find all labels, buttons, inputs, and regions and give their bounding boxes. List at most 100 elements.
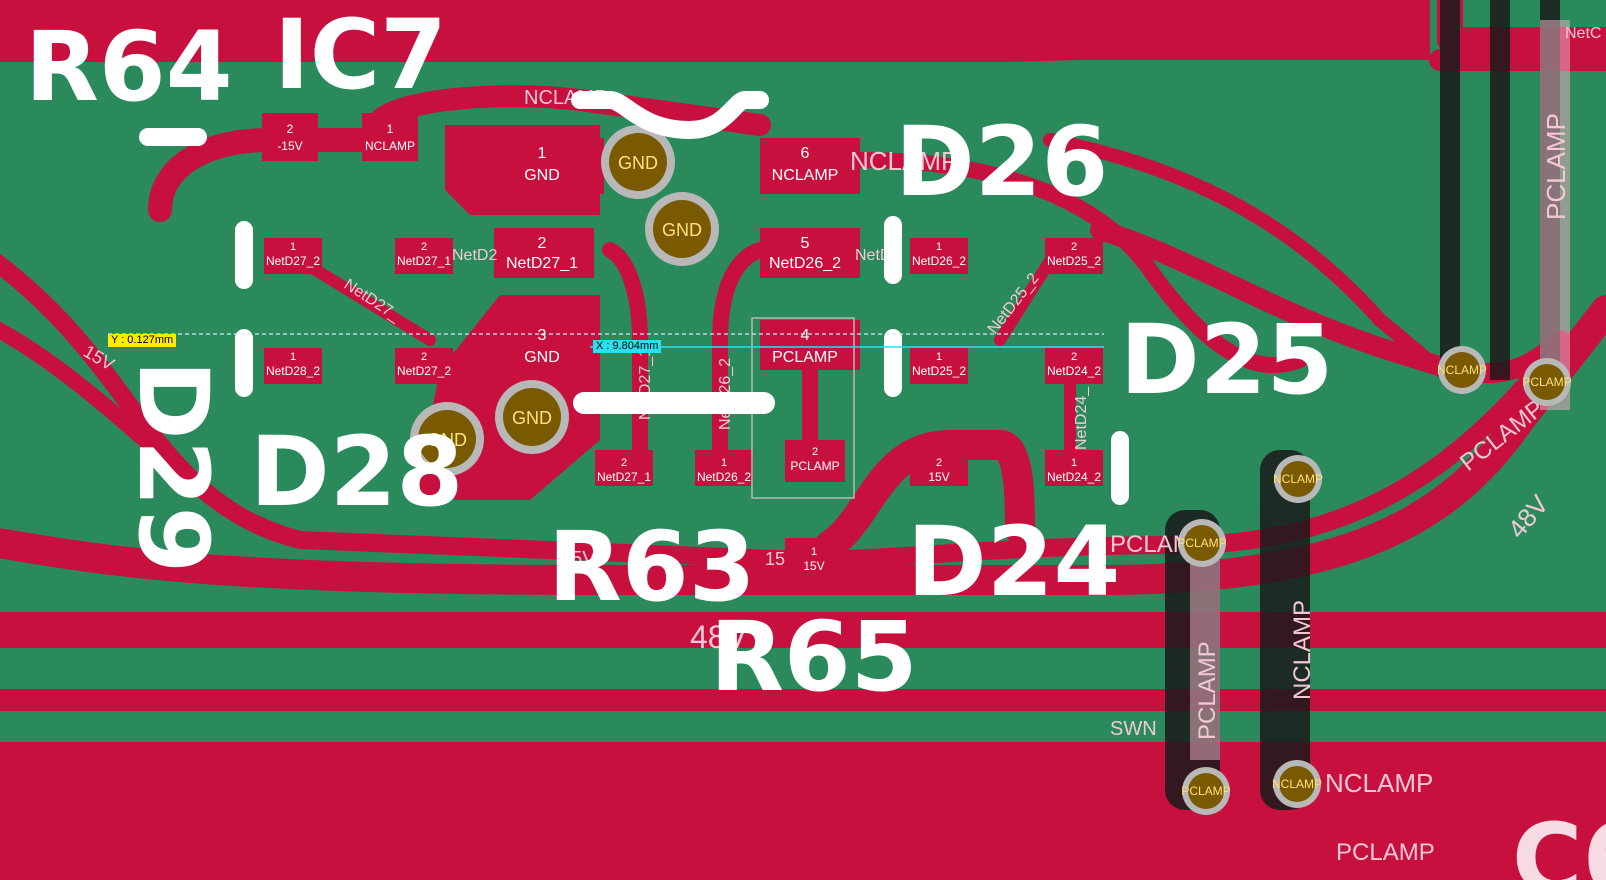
via[interactable]: GND: [410, 402, 484, 476]
net-label: NetC: [1565, 25, 1601, 42]
pad-num: 1: [936, 351, 942, 363]
vias: GND GND GND GND NCLAMP PCLAMP NCLAMP PC: [410, 125, 1572, 815]
net-label: NCLAMP: [850, 146, 958, 176]
measure-x-label: X : 9.804mm: [593, 340, 662, 353]
pad-net: NetD24_2: [1047, 364, 1101, 378]
silkscreen-marks: [139, 91, 1129, 505]
svg-text:NCLAMP: NCLAMP: [1272, 777, 1322, 791]
designator-partial: C6: [1512, 803, 1606, 880]
designator-d28: D28: [250, 416, 463, 528]
net-label: 48V: [1502, 489, 1555, 544]
via[interactable]: PCLAMP: [1181, 767, 1231, 815]
pad-num: 6: [801, 145, 810, 162]
designators: R64 IC7 D26 D25 D28 D29 R63 D24 R65 C6: [25, 0, 1606, 880]
svg-text:NCLAMP: NCLAMP: [1437, 363, 1487, 377]
designator-d26: D26: [895, 106, 1108, 218]
pad-net: -15V: [277, 139, 302, 153]
pad-net: NetD27_1: [597, 470, 651, 484]
pad-net: 15V: [928, 470, 949, 484]
pad-net: NCLAMP: [365, 139, 415, 153]
via[interactable]: GND: [645, 192, 719, 266]
pad-num: 1: [538, 145, 547, 162]
pad-labels: 2 -15V 1 NCLAMP 1 GND 6 NCLAMP 2 NetD27_…: [266, 122, 1101, 573]
pad-num: 1: [811, 546, 817, 558]
pad-net: NCLAMP: [772, 167, 839, 184]
net-label: PCLAMP: [1336, 839, 1435, 866]
via[interactable]: PCLAMP: [1522, 358, 1572, 406]
pad-num: 2: [538, 235, 547, 252]
pad-net: GND: [524, 167, 560, 184]
via[interactable]: NCLAMP: [1437, 346, 1487, 394]
pad-num: 4: [801, 327, 810, 344]
svg-text:PCLAMP: PCLAMP: [1181, 784, 1230, 798]
via[interactable]: NCLAMP: [1272, 760, 1322, 808]
net-label: PCLAMP: [1541, 113, 1571, 220]
pad-num: 2: [421, 241, 427, 253]
designator-d25: D25: [1120, 304, 1333, 416]
pad-num: 5: [801, 235, 810, 252]
pad-num: 2: [936, 457, 942, 469]
pad-num: 1: [290, 351, 296, 363]
pad-net: NetD26_2: [697, 470, 751, 484]
pad-num: 1: [1071, 457, 1077, 469]
designator-d24: D24: [907, 506, 1120, 618]
net-label: 15: [765, 549, 785, 569]
pad-net: NetD26_2: [769, 255, 841, 272]
svg-text:PCLAMP: PCLAMP: [1522, 375, 1571, 389]
net-label: 15V: [284, 31, 301, 60]
pad-net: NetD25_2: [912, 364, 966, 378]
designator-r64: R64: [25, 11, 233, 123]
designator-r63: R63: [548, 511, 756, 623]
svg-text:PCLAMP: PCLAMP: [1177, 536, 1226, 550]
net-label: PCLAMP: [1194, 641, 1221, 740]
pad-net: NetD25_2: [1047, 254, 1101, 268]
pad-net: PCLAMP: [790, 459, 839, 473]
pad-num: 2: [812, 446, 818, 458]
pad-net: NetD26_2: [912, 254, 966, 268]
net-label: NCLAMP: [1289, 600, 1316, 700]
svg-text:GND: GND: [427, 430, 467, 450]
svg-text:NCLAMP: NCLAMP: [1273, 472, 1323, 486]
pad-num: 2: [1071, 241, 1077, 253]
pclamp-vertical-bar-mid: [1190, 560, 1220, 760]
pad-net: NetD24_2: [1047, 470, 1101, 484]
net-label: NCLAMP: [1325, 768, 1433, 798]
pad-net: NetD27_2: [266, 254, 320, 268]
svg-text:GND: GND: [512, 408, 552, 428]
pad-num: 2: [621, 457, 627, 469]
via[interactable]: NCLAMP: [1273, 455, 1323, 503]
pad-net: GND: [524, 349, 560, 366]
pad-num: 1: [290, 241, 296, 253]
svg-text:GND: GND: [662, 220, 702, 240]
copper-traces: [0, 0, 1606, 857]
pad-num: 2: [421, 351, 427, 363]
pad-num: 3: [538, 327, 547, 344]
via[interactable]: PCLAMP: [1177, 519, 1227, 567]
net-label: NetD27_: [341, 276, 404, 325]
pad-num: 2: [1071, 351, 1077, 363]
pads: [262, 113, 1103, 584]
pad-num: 2: [287, 122, 294, 136]
measurement: [108, 333, 1104, 348]
pad-net: 15V: [803, 559, 824, 573]
net-label: NetD2: [452, 247, 497, 264]
pad-num: 1: [387, 122, 394, 136]
measure-y-label: Y : 0.127mm: [108, 334, 177, 347]
pad-num: 1: [721, 457, 727, 469]
svg-text:GND: GND: [618, 153, 658, 173]
net-label: 48V: [690, 619, 748, 655]
net-label: NetD24_: [1073, 386, 1090, 450]
via[interactable]: GND: [495, 380, 569, 454]
via[interactable]: GND: [601, 125, 675, 199]
pad-net: NetD27_1: [506, 255, 578, 272]
designator-d29: D29: [117, 360, 229, 573]
pad-net: PCLAMP: [772, 349, 838, 366]
pclamp-vertical-bar: [1540, 20, 1570, 410]
copper-pour-top: [0, 0, 1430, 62]
pad-num: 1: [936, 241, 942, 253]
pad-net: NetD28_2: [266, 364, 320, 378]
pad-net: NetD27_1: [397, 254, 451, 268]
designator-r65: R65: [710, 601, 918, 713]
